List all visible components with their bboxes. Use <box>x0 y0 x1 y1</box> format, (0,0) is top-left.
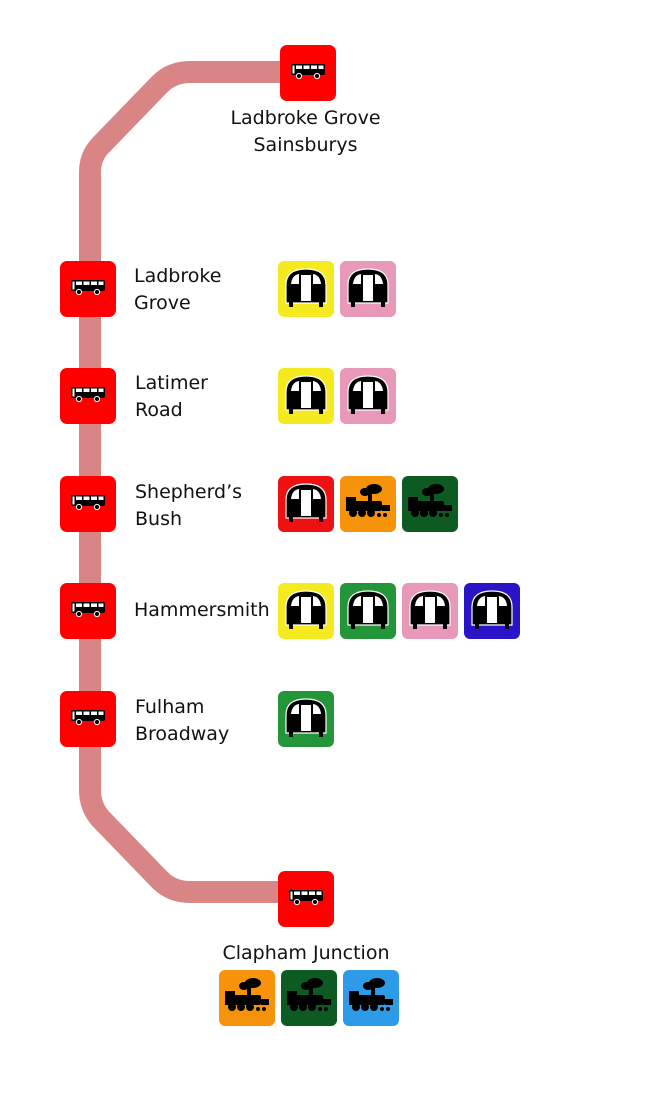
rail-connection-badge[interactable] <box>340 476 396 532</box>
tube-train-icon <box>344 587 392 635</box>
bus-stop-marker[interactable] <box>278 871 334 927</box>
stop-name-line: Hammersmith <box>134 599 270 621</box>
stop-name-line: Fulham <box>135 696 205 718</box>
tube-connection-badge[interactable] <box>278 583 334 639</box>
bus-stop-marker[interactable] <box>60 691 116 747</box>
tube-train-icon <box>282 695 330 743</box>
rail-connection-badge[interactable] <box>343 970 399 1026</box>
stop-name-line: Ladbroke Grove <box>230 107 381 129</box>
tube-connection-badge[interactable] <box>340 368 396 424</box>
tube-train-icon <box>344 372 392 420</box>
connections-row <box>278 368 396 424</box>
steam-train-icon <box>223 976 271 1020</box>
stop-name: Clapham Junction <box>210 940 402 967</box>
connections-row <box>278 583 520 639</box>
stop-name-line: Bush <box>135 508 183 530</box>
bus-stop-marker[interactable] <box>60 583 116 639</box>
tube-connection-badge[interactable] <box>402 583 458 639</box>
tube-connection-badge[interactable] <box>278 261 334 317</box>
bus-stop-marker[interactable] <box>60 368 116 424</box>
connections-row <box>278 261 396 317</box>
connections-row <box>219 970 399 1026</box>
stop-name-line: Clapham Junction <box>222 942 390 964</box>
connections-row <box>278 691 334 747</box>
steam-train-icon <box>406 482 454 526</box>
bus-icon <box>70 278 106 300</box>
stop-name-line: Ladbroke <box>134 265 222 287</box>
stop-name-line: Grove <box>134 292 191 314</box>
stop-name-line: Road <box>135 399 183 421</box>
stop-name-line: Shepherd’s <box>135 481 243 503</box>
stop-name-line: Broadway <box>135 723 230 745</box>
tube-connection-badge[interactable] <box>340 261 396 317</box>
tube-connection-badge[interactable] <box>278 476 334 532</box>
bus-icon <box>70 708 106 730</box>
steam-train-icon <box>344 482 392 526</box>
bus-stop-marker[interactable] <box>60 476 116 532</box>
stop-name: Hammersmith <box>134 597 270 624</box>
bus-icon <box>288 888 324 910</box>
bus-icon <box>70 600 106 622</box>
tube-connection-badge[interactable] <box>464 583 520 639</box>
bus-icon <box>290 62 326 84</box>
tube-connection-badge[interactable] <box>278 368 334 424</box>
steam-train-icon <box>285 976 333 1020</box>
bus-stop-marker[interactable] <box>60 261 116 317</box>
steam-train-icon <box>347 976 395 1020</box>
connections-row <box>278 476 458 532</box>
rail-connection-badge[interactable] <box>402 476 458 532</box>
bus-icon <box>70 385 106 407</box>
stop-name-line: Latimer <box>135 372 208 394</box>
tube-train-icon <box>406 587 454 635</box>
rail-connection-badge[interactable] <box>281 970 337 1026</box>
tube-train-icon <box>282 480 330 528</box>
tube-train-icon <box>282 265 330 313</box>
rail-connection-badge[interactable] <box>219 970 275 1026</box>
bus-stop-marker[interactable] <box>280 45 336 101</box>
bus-icon <box>70 493 106 515</box>
tube-train-icon <box>282 587 330 635</box>
stop-name-line: Sainsburys <box>253 134 358 156</box>
tube-train-icon <box>282 372 330 420</box>
tube-connection-badge[interactable] <box>278 691 334 747</box>
tube-connection-badge[interactable] <box>340 583 396 639</box>
tube-train-icon <box>344 265 392 313</box>
tube-train-icon <box>468 587 516 635</box>
